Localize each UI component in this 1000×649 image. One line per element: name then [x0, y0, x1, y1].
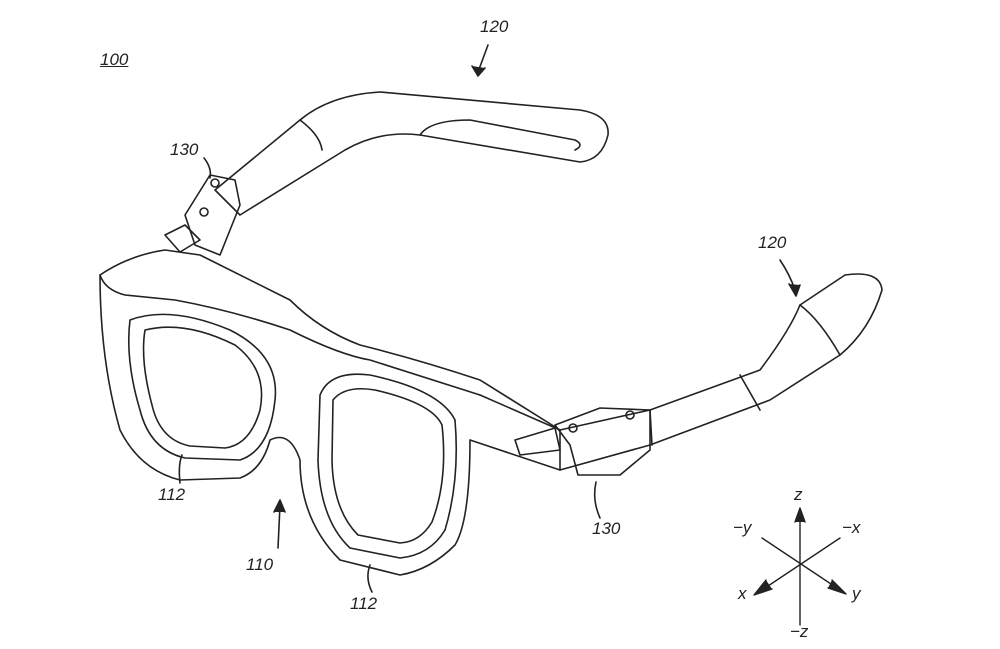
frame-front [99, 249, 561, 576]
axis-neg-z-label: −z [790, 622, 809, 641]
axis-neg-x-label: −x [842, 518, 861, 537]
axis-neg-y-label: −y [733, 518, 752, 537]
temple-right [479, 273, 883, 471]
ref-112-left: 112 [158, 485, 186, 504]
lens-right [317, 373, 458, 559]
axis-z-label: z [794, 485, 803, 504]
ref-100: 100 [100, 50, 129, 69]
ref-110: 110 [246, 555, 274, 574]
axis-y-label: y [852, 584, 861, 603]
axis-indicator [753, 507, 847, 626]
hinge-right [554, 407, 651, 476]
lens-left [127, 313, 277, 461]
axis-x-label: x [738, 584, 747, 603]
temple-left [214, 91, 609, 216]
ref-112-right: 112 [350, 594, 378, 613]
ref-130-right: 130 [592, 519, 621, 538]
ref-120-left: 120 [480, 17, 509, 36]
ref-130-left: 130 [170, 140, 199, 159]
ref-120-right: 120 [758, 233, 787, 252]
